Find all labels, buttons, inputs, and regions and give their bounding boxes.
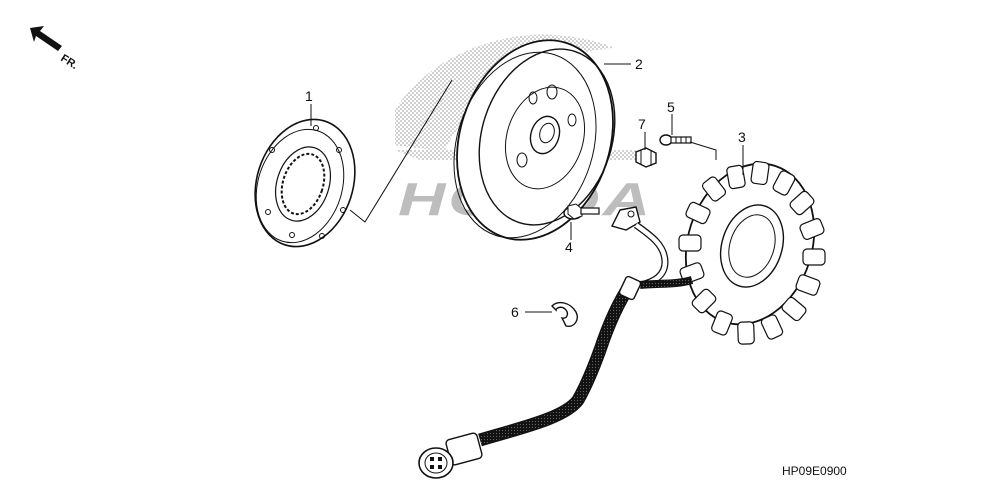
callout-2-label: 2	[635, 56, 643, 72]
screw-5-part	[659, 134, 692, 146]
wire-harness	[478, 222, 694, 447]
wire-connector-icon	[418, 432, 483, 479]
front-direction-arrow-icon	[30, 26, 62, 51]
callout-1-label: 1	[305, 88, 313, 104]
flywheel-part	[453, 39, 616, 241]
callout-5: 5	[667, 99, 675, 115]
callout-7: 7	[638, 116, 646, 132]
assembly-bracket-line	[349, 79, 453, 223]
leader-lines	[310, 63, 744, 313]
callout-1: 1	[305, 88, 313, 104]
callout-3: 3	[738, 129, 746, 145]
callout-6: 6	[511, 304, 519, 320]
callout-3-label: 3	[738, 129, 746, 145]
wire-clamp-6-part	[551, 301, 578, 327]
starter-clutch-part	[254, 118, 356, 248]
callout-7-label: 7	[638, 116, 646, 132]
callout-4-label: 4	[565, 239, 573, 255]
stator-part	[678, 160, 826, 345]
bolt-7-part	[635, 147, 657, 168]
diagram-code: HP09E0900	[782, 464, 847, 478]
callout-5-label: 5	[667, 99, 675, 115]
direction-label: FR.	[58, 52, 79, 72]
bolt-4-part	[563, 203, 641, 231]
callout-4: 4	[565, 239, 573, 255]
callout-6-label: 6	[511, 304, 519, 320]
callout-2: 2	[635, 56, 643, 72]
